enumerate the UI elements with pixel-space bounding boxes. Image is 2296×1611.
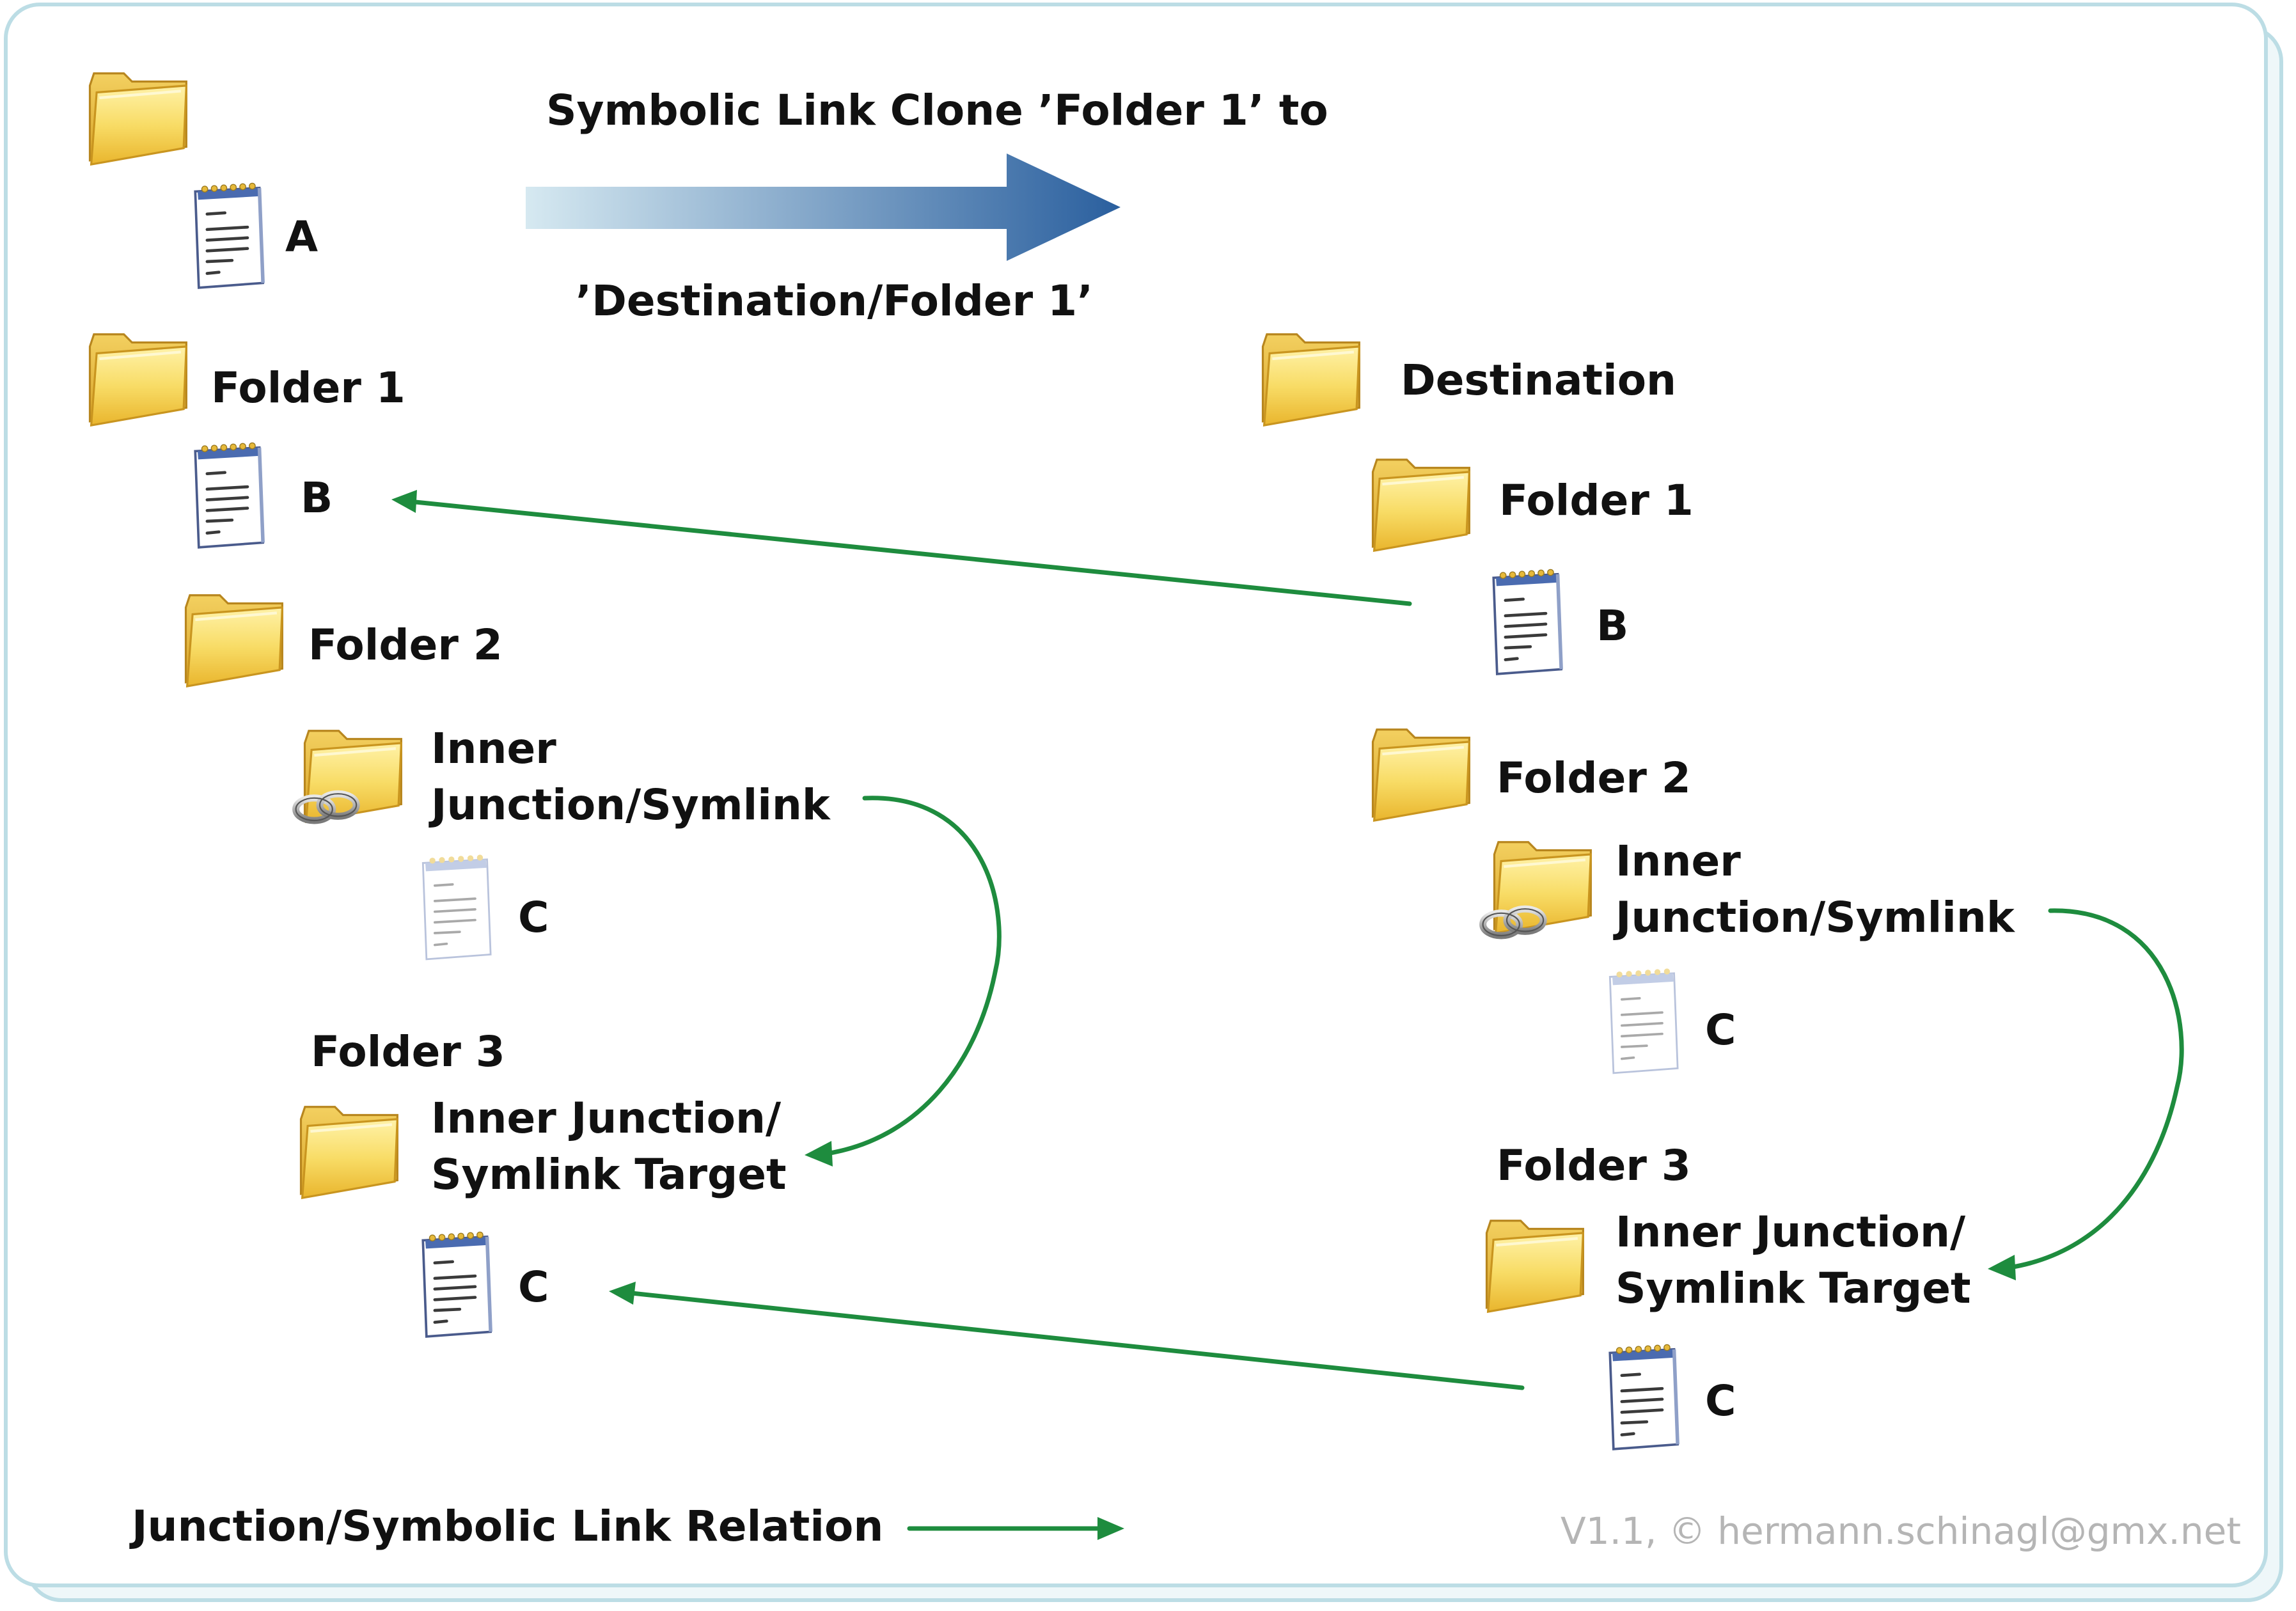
target-line2: Symlink Target: [431, 1150, 787, 1199]
right-inner-junction-line1: Inner: [1616, 837, 1741, 886]
right-target-line2: Symlink Target: [1616, 1264, 1971, 1313]
right-target-line1: Inner Junction/: [1616, 1207, 1966, 1257]
file-c-label: C: [518, 1262, 549, 1312]
inner-junction-line1: Inner: [431, 724, 556, 773]
right-file-c-link-label: C: [1705, 1005, 1736, 1055]
clone-title-line1: Symbolic Link Clone ’Folder 1’ to: [546, 86, 1328, 135]
folder3-label: Folder 3: [311, 1027, 505, 1076]
folder-icon: [1367, 452, 1476, 560]
folder1-label: Folder 1: [211, 363, 405, 413]
right-folder2-label: Folder 2: [1497, 753, 1691, 803]
notepad-icon: [417, 1228, 500, 1343]
notepad-icon: [189, 439, 272, 554]
folder2-label: Folder 2: [308, 620, 503, 670]
destination-label: Destination: [1401, 356, 1677, 405]
version-copyright: V1.1, © hermann.schinagl@gmx.net: [1561, 1509, 2241, 1553]
clone-title-line2: ’Destination/Folder 1’: [576, 276, 1094, 326]
chain-link-icon: [292, 785, 362, 828]
chain-link-icon: [1479, 900, 1549, 943]
notepad-icon: [1488, 565, 1571, 680]
right-inner-junction-line2: Junction/Symlink: [1616, 893, 2015, 942]
notepad-icon: [1604, 964, 1687, 1080]
right-file-b-label: B: [1596, 601, 1629, 650]
inner-junction-line2: Junction/Symlink: [431, 780, 830, 829]
right-folder3-label: Folder 3: [1497, 1141, 1691, 1190]
folder-icon: [1257, 326, 1366, 435]
right-file-c-label: C: [1705, 1376, 1736, 1426]
folder-icon: [180, 587, 289, 696]
notepad-icon: [417, 851, 500, 966]
notepad-icon: [189, 179, 272, 294]
folder-icon: [1481, 1213, 1590, 1321]
folder-icon: [295, 1099, 404, 1207]
notepad-icon: [1604, 1340, 1687, 1456]
folder-icon: [84, 326, 193, 435]
file-c-link-label: C: [518, 893, 549, 942]
folder-icon: [1367, 721, 1476, 830]
file-b-label: B: [301, 473, 333, 523]
target-line1: Inner Junction/: [431, 1094, 782, 1143]
right-folder1-label: Folder 1: [1499, 476, 1694, 525]
folder-icon: [84, 65, 193, 174]
file-a-label: A: [285, 212, 318, 262]
legend-label: Junction/Symbolic Link Relation: [132, 1502, 884, 1551]
